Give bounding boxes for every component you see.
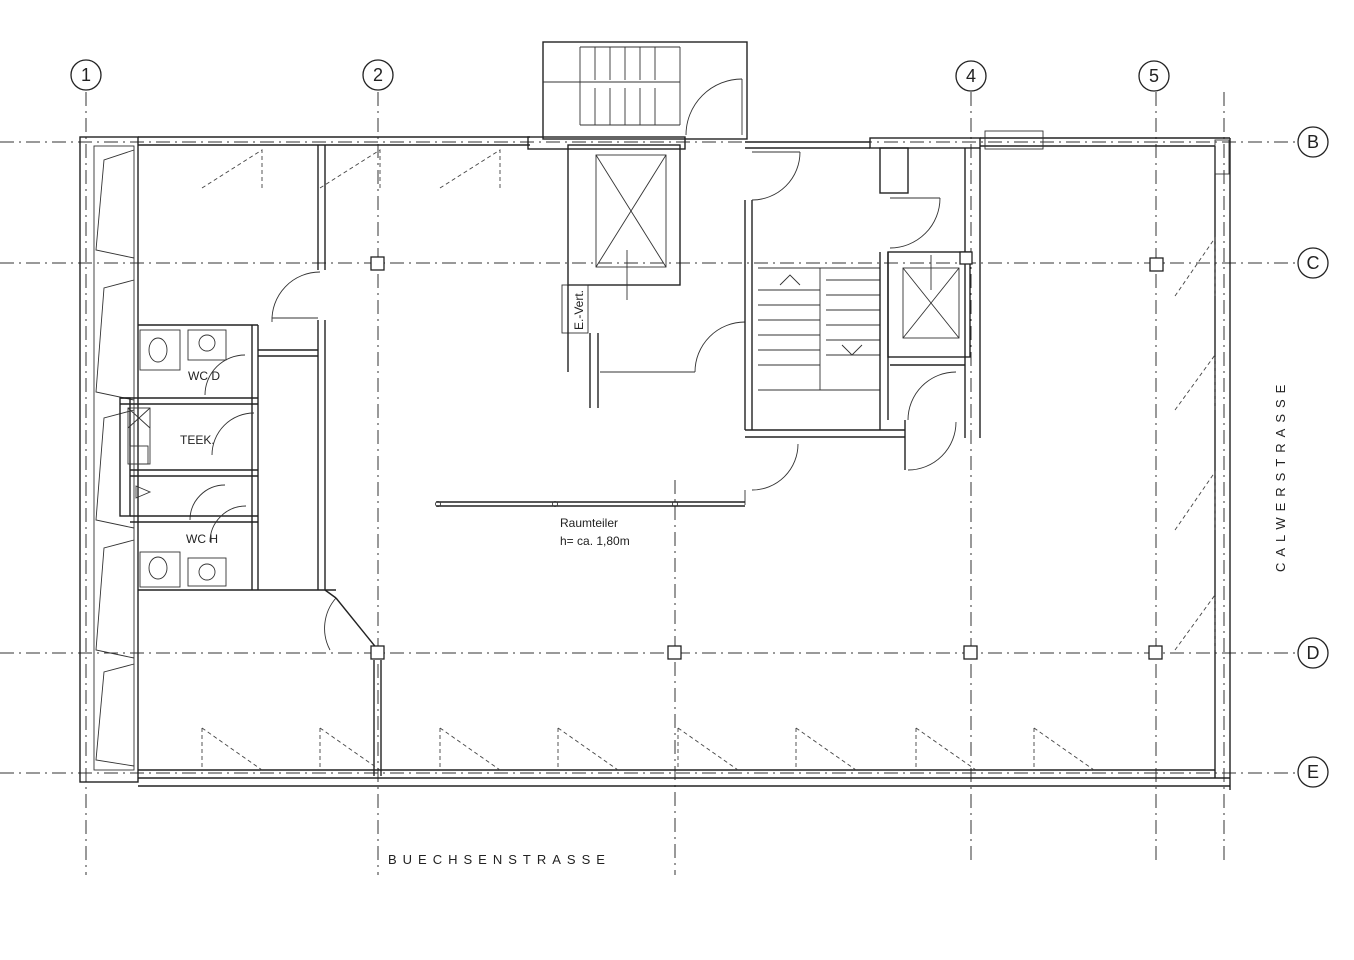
grid-lines: [0, 92, 1295, 875]
axis-bubble-C: C: [1297, 247, 1329, 279]
axis-bubble-1: 1: [70, 59, 102, 91]
street-label-bottom: BUECHSENSTRASSE: [388, 852, 611, 867]
axis-label-4: 4: [966, 66, 976, 86]
exterior-walls: [79, 130, 1231, 790]
axis-bubble-4: 4: [955, 60, 987, 92]
wc-block: WC D TEEK. WC H: [119, 145, 382, 776]
street-label-right: CALWERSTRASSE: [1273, 379, 1288, 572]
axis-label-C: C: [1307, 253, 1320, 273]
axis-bubble-5: 5: [1138, 60, 1170, 92]
e-vert-label: E.-Vert.: [572, 290, 586, 330]
axis-label-5: 5: [1149, 66, 1159, 86]
axis-label-B: B: [1307, 132, 1319, 152]
stair-north: [542, 41, 748, 140]
wc-h-label: WC H: [186, 532, 218, 546]
axis-bubble-E: E: [1297, 756, 1329, 788]
axis-bubble-B: B: [1297, 126, 1329, 158]
axis-label-1: 1: [81, 65, 91, 85]
partition-title: Raumteiler: [560, 516, 618, 530]
partition-height-note: h= ca. 1,80m: [560, 534, 630, 548]
axis-label-E: E: [1307, 762, 1319, 782]
teek-label: TEEK.: [180, 433, 215, 447]
stair-core-right: [744, 137, 981, 505]
columns: [370, 251, 1164, 660]
window-swing-marks: [201, 149, 1216, 771]
room-divider: Raumteiler h= ca. 1,80m: [435, 501, 745, 548]
wc-d-label: WC D: [188, 369, 220, 383]
axis-bubble-D: D: [1297, 637, 1329, 669]
elevator-left: E.-Vert.: [527, 136, 746, 408]
axis-label-D: D: [1307, 643, 1320, 663]
axis-bubble-2: 2: [362, 59, 394, 91]
axis-label-2: 2: [373, 65, 383, 85]
